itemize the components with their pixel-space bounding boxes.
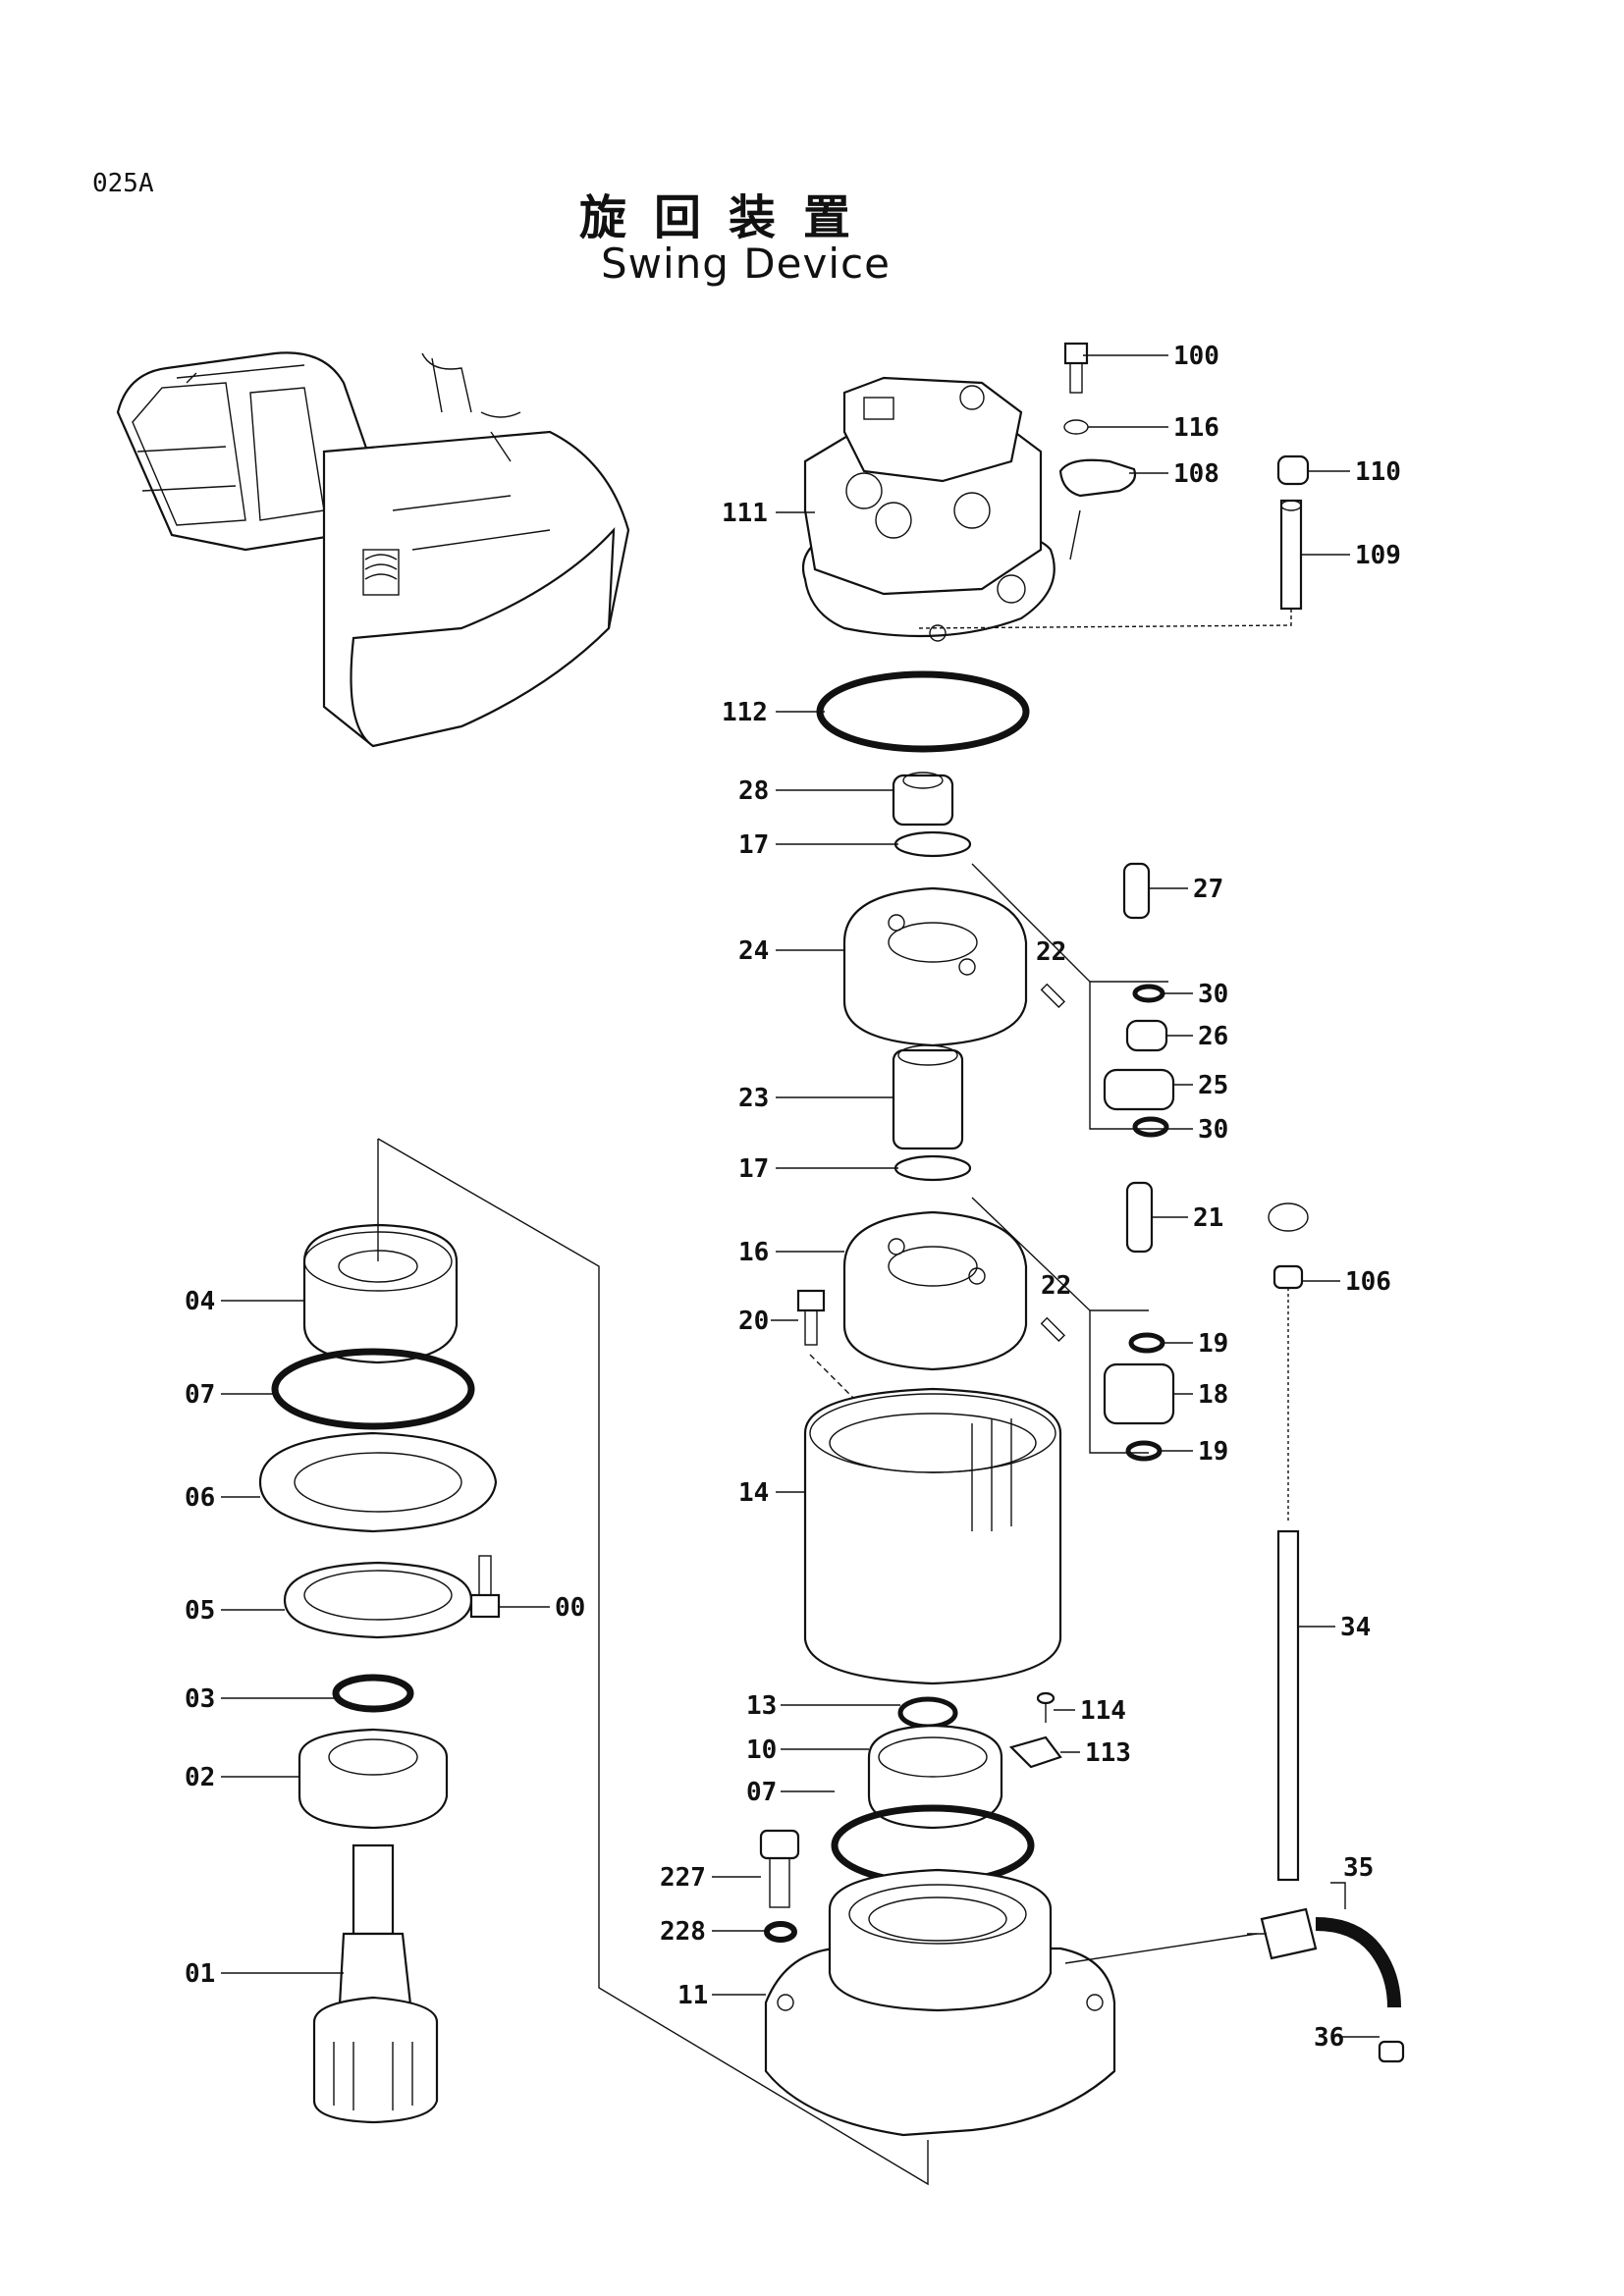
label-21: 21 — [1193, 1203, 1223, 1233]
pipe-109 — [1279, 499, 1303, 611]
label-07a: 07 — [185, 1380, 215, 1410]
sun-gear-23 — [892, 1044, 964, 1150]
label-26: 26 — [1198, 1022, 1228, 1051]
bolt-20 — [796, 1289, 826, 1346]
pin-22b — [1040, 1316, 1066, 1343]
label-24: 24 — [738, 936, 769, 966]
screw-114 — [1036, 1691, 1056, 1723]
bearing-26 — [1125, 1019, 1168, 1052]
pin-27 — [1122, 862, 1151, 920]
pin-21 — [1125, 1181, 1154, 1254]
plug-36 — [1378, 2040, 1405, 2063]
label-20: 20 — [738, 1307, 769, 1336]
label-114: 114 — [1080, 1696, 1126, 1726]
washer-19a — [1128, 1332, 1165, 1354]
washer-19b — [1125, 1440, 1163, 1462]
label-113: 113 — [1085, 1738, 1131, 1768]
label-36: 36 — [1314, 2023, 1344, 2053]
label-110: 110 — [1355, 457, 1401, 487]
bearing-10 — [867, 1724, 1003, 1830]
title-japanese: 旋回装置 — [579, 190, 879, 245]
swing-motor — [801, 376, 1056, 642]
label-13: 13 — [746, 1691, 777, 1721]
title-english: Swing Device — [601, 240, 891, 288]
label-07b: 07 — [746, 1778, 777, 1807]
washer-30a — [1132, 984, 1165, 1003]
o-ring-07a — [271, 1348, 475, 1430]
label-106: 106 — [1345, 1267, 1391, 1297]
o-ring-03 — [332, 1674, 414, 1713]
part-labels: 100 116 108 110 109 111 112 28 17 27 24 … — [185, 342, 1401, 2053]
label-30b: 30 — [1198, 1115, 1228, 1145]
label-05: 05 — [185, 1596, 215, 1626]
label-228: 228 — [660, 1917, 706, 1947]
label-06: 06 — [185, 1483, 215, 1513]
ring-gear-14 — [803, 1387, 1062, 1685]
carrier-24 — [842, 886, 1028, 1047]
washer-228 — [764, 1921, 797, 1943]
thrust-plate-17b — [893, 1154, 972, 1182]
housing-06 — [258, 1431, 498, 1533]
page-code: 025A — [92, 169, 154, 198]
bearing-02 — [298, 1728, 449, 1830]
plate-113 — [1008, 1735, 1062, 1769]
label-100: 100 — [1173, 342, 1219, 371]
excavator-illustration — [116, 351, 630, 748]
housing-11 — [764, 1868, 1116, 2137]
bolt-00 — [469, 1555, 501, 1619]
label-227: 227 — [660, 1863, 706, 1893]
label-116: 116 — [1173, 413, 1219, 443]
label-22b: 22 — [1041, 1271, 1071, 1301]
pipe-34 — [1276, 1529, 1300, 1882]
thrust-plate-17a — [893, 830, 972, 858]
o-ring-112 — [816, 670, 1030, 753]
elbow-35 — [1247, 1907, 1401, 2008]
label-10: 10 — [746, 1735, 777, 1765]
shaft-01 — [312, 1843, 439, 2124]
cap-110 — [1276, 454, 1310, 486]
leader-lines — [221, 354, 1380, 2038]
bolt-100 — [1063, 342, 1089, 394]
label-30a: 30 — [1198, 980, 1228, 1009]
label-02: 02 — [185, 1763, 215, 1792]
gear-28 — [892, 772, 954, 827]
label-00: 00 — [555, 1593, 585, 1623]
label-19a: 19 — [1198, 1329, 1228, 1359]
plate-108 — [1058, 458, 1137, 498]
seal-05 — [283, 1561, 473, 1639]
label-22a: 22 — [1036, 937, 1066, 967]
label-14: 14 — [738, 1478, 769, 1508]
washer-116 — [1063, 419, 1089, 435]
label-27: 27 — [1193, 875, 1223, 904]
label-25: 25 — [1198, 1071, 1228, 1100]
label-35: 35 — [1343, 1853, 1374, 1883]
label-19b: 19 — [1198, 1437, 1228, 1467]
label-17b: 17 — [738, 1154, 769, 1184]
gear-18 — [1103, 1362, 1175, 1425]
label-34: 34 — [1340, 1613, 1371, 1642]
washer-30b — [1132, 1116, 1169, 1138]
bearing-04 — [302, 1223, 459, 1364]
label-17a: 17 — [738, 830, 769, 860]
label-112: 112 — [722, 698, 768, 727]
label-28: 28 — [738, 776, 769, 806]
label-04: 04 — [185, 1287, 215, 1316]
label-03: 03 — [185, 1684, 215, 1714]
label-108: 108 — [1173, 459, 1219, 489]
label-11: 11 — [677, 1981, 708, 2010]
label-01: 01 — [185, 1959, 215, 1989]
pin-22a — [1040, 983, 1066, 1009]
label-23: 23 — [738, 1084, 769, 1113]
gear-25 — [1103, 1068, 1175, 1111]
label-16: 16 — [738, 1238, 769, 1267]
label-18: 18 — [1198, 1380, 1228, 1410]
dipstick-106 — [1268, 1202, 1309, 1522]
carrier-16 — [842, 1210, 1028, 1371]
snap-ring-13 — [897, 1696, 958, 1730]
bolt-227 — [759, 1829, 800, 1908]
label-109: 109 — [1355, 541, 1401, 570]
label-111: 111 — [722, 499, 768, 528]
